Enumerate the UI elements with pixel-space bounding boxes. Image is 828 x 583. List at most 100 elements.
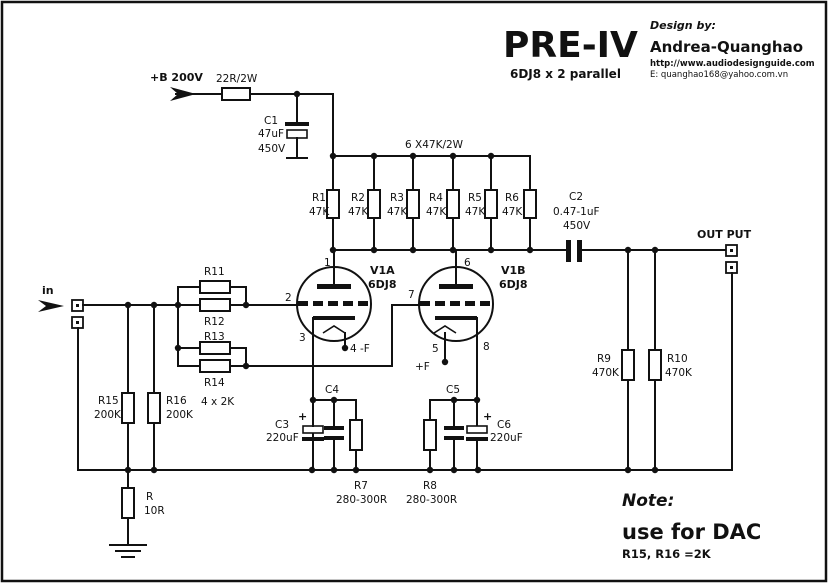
schematic-title: PRE-IV (503, 25, 638, 66)
c1-capacitor-plate-top (285, 122, 309, 126)
c5-name: C5 (446, 384, 460, 396)
c1-value: 47uF (258, 128, 284, 140)
grid-resistors-note: 4 x 2K (201, 396, 235, 408)
note-main: use for DAC (622, 520, 761, 544)
v1b-heater-label: +F (415, 361, 430, 373)
output-label: OUT PUT (697, 228, 752, 241)
r4-name: R4 (429, 192, 443, 204)
r16-value: 200K (166, 409, 194, 421)
r5-value: 47K (465, 206, 486, 218)
r-ground-name: R (146, 491, 153, 503)
r8-value: 280-300R (406, 494, 457, 506)
r10-name: R10 (667, 353, 688, 365)
c4-name: C4 (325, 384, 339, 396)
ground-symbol (109, 544, 147, 558)
plate-resistor-r6: R6 47K (502, 155, 537, 254)
plate-resistor-r5: R5 47K (465, 152, 498, 254)
plate-resistor-r1: R1 47K (309, 152, 340, 254)
r8-name: R8 (423, 480, 437, 492)
c1-name: C1 (264, 115, 278, 127)
c3-value: 220uF (266, 432, 299, 444)
svg-text:+: + (483, 410, 492, 423)
r15-resistor (121, 392, 135, 424)
c6-capacitor-plate-bottom (466, 437, 488, 441)
author-website: http://www.audiodesignguide.com (650, 59, 815, 69)
v1a-type: 6DJ8 (368, 278, 397, 291)
r9-resistor (621, 349, 635, 381)
r9-value: 470K (592, 367, 620, 379)
supply-voltage-label: +B 200V (150, 71, 203, 84)
v1b-type: 6DJ8 (499, 278, 528, 291)
c3-capacitor-plate-top (302, 425, 324, 434)
r6-name: R6 (505, 192, 519, 204)
c2-capacitor-plate-right (577, 240, 582, 262)
schematic-subtitle: 6DJ8 x 2 parallel (510, 67, 621, 81)
c3-capacitor-plate-bottom (302, 437, 324, 441)
r13-resistor (199, 341, 231, 355)
tube-v1b: V1B 6DJ8 6 7 8 5 +F (408, 249, 528, 401)
r13-name: R13 (204, 331, 225, 343)
r4-value: 47K (426, 206, 447, 218)
author-name: Andrea-Quanghao (650, 38, 803, 56)
r9-name: R9 (597, 353, 611, 365)
r10-value: 470K (665, 367, 693, 379)
plate-resistors-header: 6 X47K/2W (405, 139, 464, 151)
c1-capacitor-plate-bottom (286, 129, 308, 139)
c1-voltage: 450V (258, 143, 286, 155)
r14-name: R14 (204, 377, 225, 389)
c5-capacitor-plate-top (444, 426, 464, 430)
v1b-name: V1B (501, 264, 526, 277)
r2-name: R2 (351, 192, 365, 204)
supply-resistor-label: 22R/2W (216, 73, 258, 85)
v1a-pin-plate: 1 (324, 257, 331, 269)
r11-name: R11 (204, 266, 225, 278)
r-ground-resistor (121, 487, 135, 519)
r3-value: 47K (387, 206, 408, 218)
r10-resistor (648, 349, 662, 381)
note-detail: R15, R16 =2K (622, 547, 712, 561)
r12-name: R12 (204, 316, 225, 328)
c6-capacitor-plate-top (466, 425, 488, 434)
r3-name: R3 (390, 192, 404, 204)
v1b-pin-plate: 6 (464, 257, 471, 269)
input-label: in (42, 284, 54, 297)
r14-resistor (199, 359, 231, 373)
c2-capacitor-plate-left (566, 240, 571, 262)
note-heading: Note: (622, 491, 674, 511)
author-email: E: quanghao168@yahoo.com.vn (650, 70, 788, 80)
r16-name: R16 (166, 395, 187, 407)
c6-name: C6 (497, 419, 511, 431)
v1b-pin-heater: 5 (432, 343, 439, 355)
r15-value: 200K (94, 409, 122, 421)
r15-name: R15 (98, 395, 119, 407)
r2-value: 47K (348, 206, 369, 218)
r7-value: 280-300R (336, 494, 387, 506)
c2-value: 0.47-1uF (553, 206, 600, 218)
c6-value: 220uF (490, 432, 523, 444)
c2-voltage: 450V (563, 220, 591, 232)
v1b-pin-cathode: 8 (483, 341, 490, 353)
r7-resistor (349, 419, 363, 451)
r12-resistor (199, 298, 231, 312)
plate-resistor-r3: R3 47K (387, 152, 420, 254)
r16-resistor (147, 392, 161, 424)
r11-resistor (199, 280, 231, 294)
r8-resistor (423, 419, 437, 451)
c2-name: C2 (569, 191, 583, 203)
r1-value: 47K (309, 206, 330, 218)
plate-resistor-r2: R2 47K (348, 152, 381, 254)
c5-capacitor-plate-bottom (444, 436, 464, 440)
r7-name: R7 (354, 480, 368, 492)
r-ground-value: 10R (144, 505, 165, 517)
v1b-pin-grid: 7 (408, 289, 415, 301)
v1a-pin-heater: 4 -F (350, 343, 370, 355)
c3-name: C3 (275, 419, 289, 431)
svg-text:+: + (298, 410, 307, 423)
v1a-pin-grid: 2 (285, 292, 292, 304)
input-arrow (38, 300, 64, 312)
tube-v1a: V1A 6DJ8 1 2 3 4 -F (285, 249, 397, 471)
v1a-pin-cathode: 3 (299, 332, 306, 344)
r6-value: 47K (502, 206, 523, 218)
